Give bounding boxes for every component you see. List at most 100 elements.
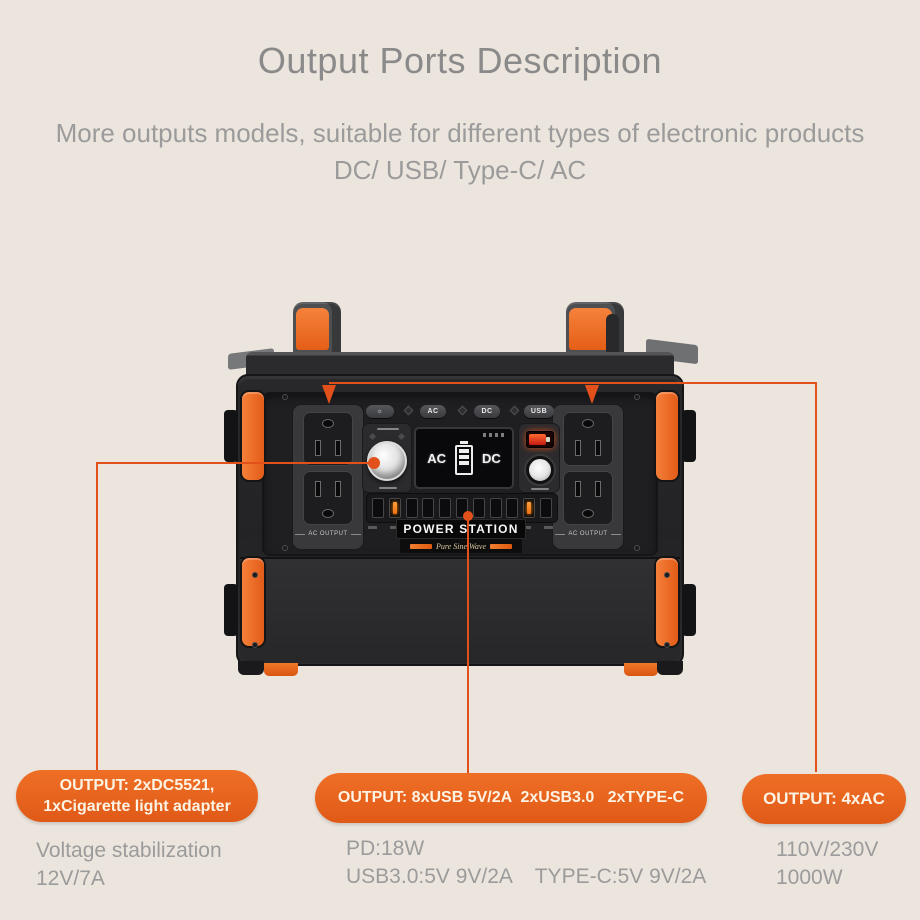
usb-port (439, 498, 452, 518)
cigarette-lighter-socket (367, 441, 407, 481)
outlet-ground-hole (582, 419, 594, 428)
usb-port (422, 498, 435, 518)
callout-ac-output: OUTPUT: 4xAC (742, 774, 906, 824)
dc-power-button (526, 456, 554, 484)
power-rocker-switch (526, 431, 554, 448)
light-icon: ☼ (376, 408, 384, 415)
device-lid (246, 352, 674, 378)
outlet-slot (595, 440, 601, 456)
ac-button: AC (420, 405, 446, 418)
dc-spec-line: Voltage stabilization (36, 839, 222, 862)
ac-output-label: AC OUTPUT (295, 531, 360, 537)
lcd-ac-indicator: AC (427, 450, 446, 466)
left-handle-grip (296, 308, 329, 350)
battery-icon (455, 440, 473, 475)
screw (252, 642, 258, 648)
power-switch-panel (518, 423, 560, 493)
corner-bumper (240, 556, 266, 648)
indicator-tick (368, 432, 377, 441)
tiny-label (377, 428, 399, 430)
corner-bumper (654, 390, 680, 482)
callout-dc-line-2: 1xCigarette light adapter (43, 798, 231, 815)
light-button: ☼ (366, 405, 394, 418)
tagline-accent-left (409, 543, 432, 549)
indicator-tick (397, 432, 406, 441)
screw (282, 394, 288, 400)
side-latch (682, 584, 696, 636)
outlet-ground-hole (582, 509, 594, 518)
ac-outlet (563, 412, 613, 466)
side-latch (224, 584, 238, 636)
ac-output-label: AC OUTPUT (555, 531, 620, 537)
usb3-port (388, 498, 401, 518)
usb-spec-line: USB3.0:5V 9V/2A TYPE-C:5V 9V/2A (346, 865, 707, 888)
ac-outlet-panel-left: AC OUTPUT (292, 404, 364, 550)
foot (238, 661, 264, 675)
usb-port (405, 498, 418, 518)
device-body-lower (240, 557, 680, 663)
screw (664, 572, 670, 578)
type-c-port (539, 498, 552, 518)
usb-specs: PD:18W USB3.0:5V 9V/2A TYPE-C:5V 9V/2A (346, 835, 706, 891)
outlet-slot (575, 481, 581, 497)
ac-outlet (303, 412, 353, 466)
tagline-accent-right (490, 543, 513, 549)
dc-specs: Voltage stabilization 12V/7A (36, 837, 222, 893)
dc-button: DC (474, 405, 500, 418)
ac-outlet (303, 471, 353, 525)
outlet-slot (315, 481, 321, 497)
usb-spec-line: PD:18W (346, 837, 425, 860)
outlet-slot (595, 481, 601, 497)
side-latch (682, 410, 696, 462)
ac-outlet (563, 471, 613, 525)
screw (664, 642, 670, 648)
callout-dc-output: OUTPUT: 2xDC5521, 1xCigarette light adap… (16, 770, 258, 822)
right-handle-opening (606, 314, 619, 356)
tiny-label (379, 487, 397, 489)
foot (264, 663, 298, 676)
tagline-label: Pure Sine Wave (400, 539, 522, 553)
tiny-label (531, 488, 549, 490)
tagline-text: Pure Sine Wave (435, 541, 487, 551)
outlet-slot (335, 440, 341, 456)
ac-outlet-panel-right: AC OUTPUT (552, 404, 624, 550)
subtitle-line-1: More outputs models, suitable for differ… (55, 118, 865, 148)
right-handle-grip (569, 308, 612, 350)
outlet-ground-hole (322, 419, 334, 428)
usb3-port (523, 498, 536, 518)
outlet-slot (315, 440, 321, 456)
page-title: Output Ports Description (257, 40, 663, 81)
corner-bumper (240, 390, 266, 482)
callout-usb-line: OUTPUT: 8xUSB 5V/2A 2xUSB3.0 2xTYPE-C (337, 789, 685, 806)
ac-spec-line: 110V/230V (776, 838, 879, 861)
usb-button: USB (524, 405, 554, 418)
callout-usb-output: OUTPUT: 8xUSB 5V/2A 2xUSB3.0 2xTYPE-C (315, 773, 707, 823)
callout-ac-line: OUTPUT: 4xAC (763, 789, 885, 808)
lcd-dc-indicator: DC (482, 450, 501, 466)
usb-port (372, 498, 384, 518)
lcd-display: AC DC (414, 427, 514, 489)
callout-dc-line-1: OUTPUT: 2xDC5521, (59, 777, 215, 794)
usb-port (472, 498, 485, 518)
screw (282, 545, 288, 551)
ac-spec-line: 1000W (776, 866, 843, 889)
corner-bumper (654, 556, 680, 648)
foot (657, 661, 683, 675)
outlet-slot (575, 440, 581, 456)
outlet-slot (335, 481, 341, 497)
foot (624, 663, 658, 676)
usb-port (489, 498, 502, 518)
ac-specs: 110V/230V 1000W (776, 836, 878, 892)
screw (634, 394, 640, 400)
brand-label: POWER STATION (396, 519, 526, 539)
dc-knob-panel (362, 423, 412, 493)
subtitle-line-2: DC/ USB/ Type-C/ AC (333, 155, 587, 185)
dc-spec-line: 12V/7A (36, 867, 105, 890)
usb-port (455, 498, 468, 518)
lcd-status-marks (483, 433, 507, 437)
screw (252, 572, 258, 578)
usb-port (506, 498, 519, 518)
screw (634, 545, 640, 551)
outlet-ground-hole (322, 509, 334, 518)
